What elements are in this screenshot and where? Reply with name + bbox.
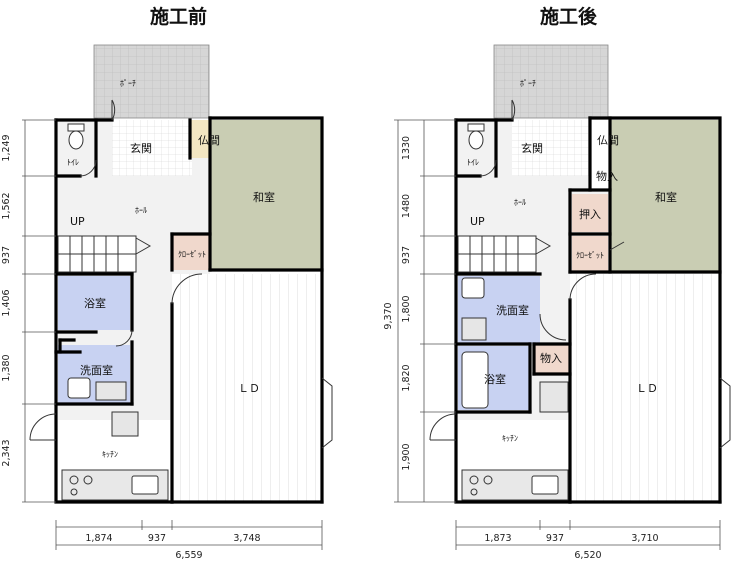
closet-floor [172, 234, 210, 270]
title-before: 施工前 [150, 6, 208, 28]
label-storage1-after: 物入 [596, 169, 618, 183]
dim-v2-after: 1480 [401, 194, 412, 218]
label-closet-before: ｸﾛｰｾﾞｯﾄ [178, 250, 206, 259]
dim-v1-after: 1330 [401, 136, 412, 160]
label-oshiire-after: 押入 [579, 207, 601, 221]
kitchen-counter-before [61, 469, 169, 501]
toilet-fixture-after [467, 123, 485, 150]
dim-v2-before: 1,562 [1, 192, 12, 219]
label-hall-before: ﾎｰﾙ [135, 206, 147, 215]
dim-b2-after: 937 [546, 533, 564, 544]
dim-v5-after: 1,820 [401, 364, 412, 391]
dim-total-after: 6,520 [574, 550, 601, 561]
label-porch-after: ﾎﾟｰﾁ [520, 79, 536, 88]
stairs-before [57, 235, 137, 273]
label-toilet-before: ﾄｲﾚ [67, 158, 79, 167]
label-toilet-after: ﾄｲﾚ [467, 158, 479, 167]
porch-area-after [493, 44, 609, 119]
doors-after [429, 99, 625, 441]
dim-b3-after: 3,710 [631, 533, 658, 544]
title-after: 施工後 [540, 6, 598, 28]
wash-basin-after [461, 277, 485, 299]
fridge-after [539, 381, 569, 413]
label-ld-before: ＬＤ [238, 382, 260, 395]
dim-v3-before: 937 [1, 246, 12, 264]
dim-v-total-after: 9,370 [383, 302, 394, 329]
doors-before [29, 99, 203, 441]
dim-v1-before: 1,249 [1, 134, 12, 161]
kitchen-counter-after [461, 469, 569, 501]
label-porch-before: ﾎﾟｰﾁ [120, 79, 136, 88]
dim-b1-after: 1,873 [484, 533, 511, 544]
ld-floor [172, 274, 322, 502]
label-entrance-after: 玄関 [521, 141, 543, 155]
washer-before [95, 381, 127, 401]
entrance-floor [112, 120, 192, 176]
storage1-floor-after [590, 158, 610, 190]
toilet-fixture-before [67, 123, 85, 150]
dim-b3-before: 3,748 [233, 533, 260, 544]
dim-total-before: 6,559 [175, 550, 202, 561]
dim-v6-before: 2,343 [1, 439, 12, 466]
label-washitsu-after: 和室 [655, 190, 677, 204]
label-entrance-before: 玄関 [130, 141, 152, 155]
plan-after: ﾎﾟｰﾁ ﾄｲﾚ 玄関 仏間 物入 和室 ﾎｰﾙ 押入 UP ｸﾛｰｾﾞｯﾄ 洗… [383, 44, 731, 561]
label-storage2-after: 物入 [540, 351, 562, 365]
oshiire-floor-after [572, 194, 608, 232]
dim-v4-before: 1,406 [1, 289, 12, 316]
label-closet-after: ｸﾛｰｾﾞｯﾄ [576, 251, 604, 260]
label-up-after: UP [470, 215, 485, 228]
bay-window-after [719, 377, 731, 449]
closet-floor-after [572, 236, 608, 272]
label-bath-after: 浴室 [484, 372, 506, 386]
bath-floor [58, 276, 130, 330]
dim-v4-after: 1,800 [401, 295, 412, 322]
butsuma-floor [190, 120, 210, 158]
label-washitsu-before: 和室 [253, 190, 275, 204]
washitsu-floor-after [610, 120, 720, 272]
label-butsuma-before: 仏間 [198, 134, 220, 147]
plan-before: ﾎﾟｰﾁ ﾄｲﾚ 玄関 仏間 和室 ﾎｰﾙ UP ｸﾛｰｾﾞｯﾄ 浴室 洗面室 … [1, 44, 333, 561]
butsuma-floor-after [590, 120, 610, 158]
wash-basin-before [67, 377, 91, 399]
bathtub-after [461, 351, 489, 409]
washitsu-floor [210, 120, 322, 270]
dim-v6-after: 1,900 [401, 443, 412, 470]
label-washroom-before: 洗面室 [80, 363, 113, 377]
label-hall-after: ﾎｰﾙ [514, 198, 526, 207]
dim-b2-before: 937 [148, 533, 166, 544]
dim-v5-before: 1,380 [1, 354, 12, 381]
label-washroom-after: 洗面室 [496, 303, 529, 317]
ld-floor-after [570, 274, 720, 502]
entrance-floor-after [512, 120, 592, 176]
label-ld-after: ＬＤ [636, 382, 658, 395]
storage2-floor-after [534, 344, 570, 374]
fridge-before [111, 411, 139, 437]
label-kitchen-after: ｷｯﾁﾝ [502, 434, 518, 443]
label-up-before: UP [70, 215, 85, 228]
washer-after [461, 317, 487, 341]
label-bath-before: 浴室 [84, 296, 106, 310]
porch-area [93, 44, 210, 119]
stairs-after [457, 235, 537, 273]
label-butsuma-after: 仏間 [597, 134, 619, 147]
bay-window-before [321, 377, 333, 449]
dim-b1-before: 1,874 [85, 533, 112, 544]
dim-v3-after: 937 [401, 246, 412, 264]
label-kitchen-before: ｷｯﾁﾝ [102, 450, 118, 459]
